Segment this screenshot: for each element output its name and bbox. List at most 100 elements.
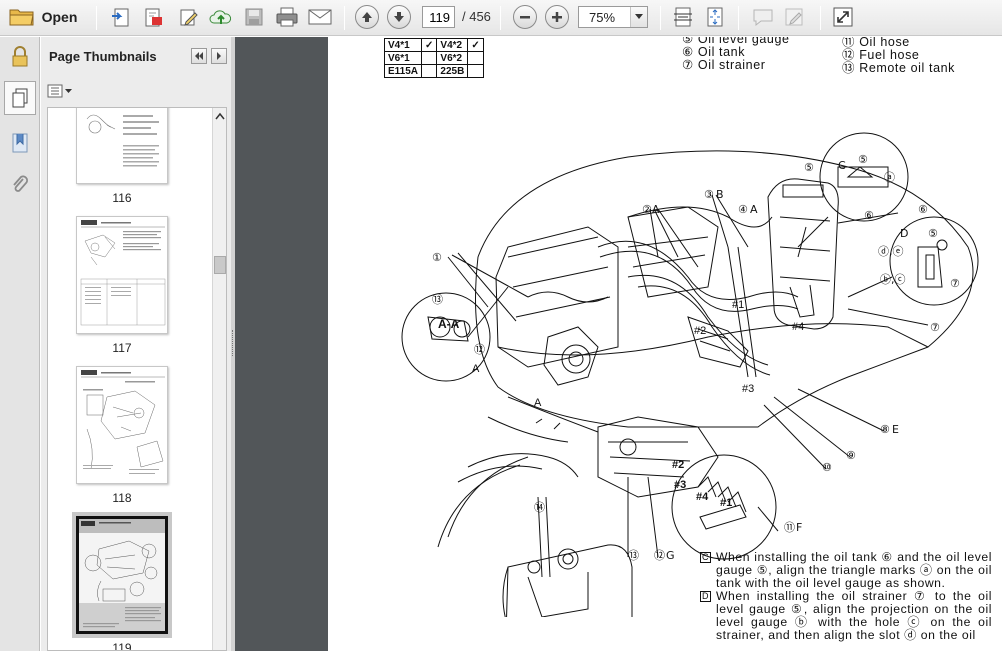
email-button[interactable] — [306, 4, 334, 30]
callout-number: ⑬ — [432, 293, 443, 306]
toolbar-separator — [96, 6, 97, 30]
callout-number: ⑬ — [628, 549, 639, 562]
legend-item: ⑥ Oil tank — [682, 45, 746, 59]
panel-next-button[interactable] — [211, 48, 227, 64]
callout-number: ⑥ — [918, 203, 928, 216]
fit-page-button[interactable] — [702, 4, 728, 30]
paperclip-icon — [13, 175, 28, 192]
svg-text:G: G — [666, 549, 675, 562]
callout-number: ② — [642, 203, 652, 216]
model-applicability-table: V4*1 ✓ V4*2 ✓ V6*1 V6*2 E115A 225B — [383, 38, 484, 78]
zoom-select[interactable]: 75% — [578, 6, 648, 28]
hose-label: #1 — [720, 497, 733, 509]
callout-number: ⑤ — [928, 227, 938, 240]
sign-button[interactable] — [782, 4, 808, 30]
pdf-create-icon — [145, 8, 162, 27]
hose-label: #3 — [674, 479, 687, 491]
thumbnail-list[interactable]: 116 117 118 119 — [47, 107, 227, 651]
pdf-page: V4*1 ✓ V4*2 ✓ V6*1 V6*2 E115A 225B ⑤ Oil… — [328, 37, 1002, 651]
expand-icon — [833, 7, 853, 27]
save-disk-icon — [245, 8, 263, 26]
arrow-label: A — [534, 397, 542, 409]
comment-bubble-icon — [753, 9, 773, 27]
callout-number: ① — [432, 251, 442, 264]
thumbnail-image — [76, 216, 168, 334]
page-number-input[interactable] — [422, 6, 455, 28]
thumbnail-options-button[interactable] — [47, 82, 75, 100]
edit-pencil-icon — [180, 9, 198, 26]
table-cell: V4*2 — [436, 38, 469, 52]
callout-number: ⑪ — [784, 521, 795, 534]
fit-width-button[interactable] — [670, 4, 696, 30]
svg-text:ⓑ,ⓒ: ⓑ,ⓒ — [880, 273, 906, 286]
thumbnail-page-number: 118 — [112, 491, 132, 505]
create-pdf-red-button[interactable] — [140, 4, 166, 30]
instruction-paragraph: D When installing the oil strainer ⑦ to … — [700, 590, 992, 642]
callout-number: ⑥ — [864, 209, 874, 222]
instruction-paragraph: C When installing the oil tank ⑥ and the… — [700, 551, 992, 590]
thumbnail-page-number: 119 — [112, 641, 132, 651]
page-thumbnails-button[interactable] — [4, 81, 36, 115]
panel-splitter[interactable] — [231, 37, 235, 651]
chevron-down-icon — [635, 14, 643, 19]
bookmarks-button[interactable] — [6, 129, 34, 157]
thumbnail-item[interactable]: 117 — [76, 216, 174, 355]
table-cell: 225B — [436, 64, 469, 78]
zoom-out-button[interactable] — [512, 4, 538, 30]
thumbnail-item[interactable]: 118 — [76, 366, 174, 505]
svg-text:D: D — [900, 227, 908, 240]
callout-number: ⑫ — [474, 343, 485, 356]
edit-button[interactable] — [176, 4, 202, 30]
thumbnail-image — [72, 512, 172, 638]
collapse-panel-button[interactable] — [191, 48, 207, 64]
splitter-grip[interactable] — [232, 330, 234, 356]
zoom-dropdown-button[interactable] — [630, 7, 647, 27]
table-cell: V6*1 — [383, 51, 423, 65]
table-cell — [421, 51, 438, 65]
lock-icon — [12, 46, 28, 67]
security-button[interactable] — [6, 43, 34, 71]
svg-text:E: E — [892, 423, 899, 436]
open-button[interactable]: Open — [6, 4, 80, 30]
callout-number: ⑦ — [930, 321, 940, 334]
page-total: / 456 — [462, 9, 491, 24]
previous-page-button[interactable] — [354, 4, 380, 30]
callout-number: ④ — [738, 203, 748, 216]
attachments-button[interactable] — [6, 171, 34, 199]
svg-text:B: B — [716, 188, 724, 201]
svg-text:F: F — [796, 521, 802, 534]
section-label: A-A — [438, 317, 460, 331]
instruction-body: When installing the oil tank ⑥ and the o… — [716, 550, 992, 590]
table-cell: ✓ — [467, 38, 484, 52]
envelope-icon — [308, 9, 332, 25]
thumbnail-image — [76, 366, 168, 484]
toolbar-separator — [500, 6, 501, 30]
upload-button[interactable] — [208, 4, 234, 30]
print-button[interactable] — [274, 4, 300, 30]
save-button[interactable] — [242, 4, 266, 30]
fit-page-icon — [707, 7, 723, 27]
svg-text:A: A — [652, 203, 660, 216]
thumbnail-item[interactable]: 116 — [76, 108, 174, 205]
main-toolbar: Open / 456 75% — [0, 0, 1002, 36]
callout-number: ⑤ — [858, 153, 868, 166]
thumbnail-image — [76, 108, 168, 184]
navigation-strip — [0, 37, 40, 651]
create-pdf-button[interactable] — [108, 4, 134, 30]
next-page-button[interactable] — [386, 4, 412, 30]
table-cell: V4*1 — [383, 38, 423, 52]
document-export-icon — [112, 8, 129, 27]
instruction-body: When installing the oil strainer ⑦ to th… — [716, 589, 992, 642]
thumbnail-item-selected[interactable]: 119 — [72, 512, 174, 651]
instruction-text: C When installing the oil tank ⑥ and the… — [700, 551, 992, 642]
thumbnail-scrollbar[interactable] — [212, 108, 226, 650]
full-screen-button[interactable] — [830, 4, 856, 30]
chevron-up-icon[interactable] — [215, 112, 225, 120]
scrollbar-thumb[interactable] — [214, 256, 226, 274]
comment-button[interactable] — [750, 4, 776, 30]
cloud-upload-icon — [209, 10, 232, 24]
bookmark-icon — [12, 133, 28, 153]
zoom-in-button[interactable] — [544, 4, 570, 30]
folder-icon — [9, 9, 34, 26]
double-chevron-left-icon — [195, 52, 203, 60]
